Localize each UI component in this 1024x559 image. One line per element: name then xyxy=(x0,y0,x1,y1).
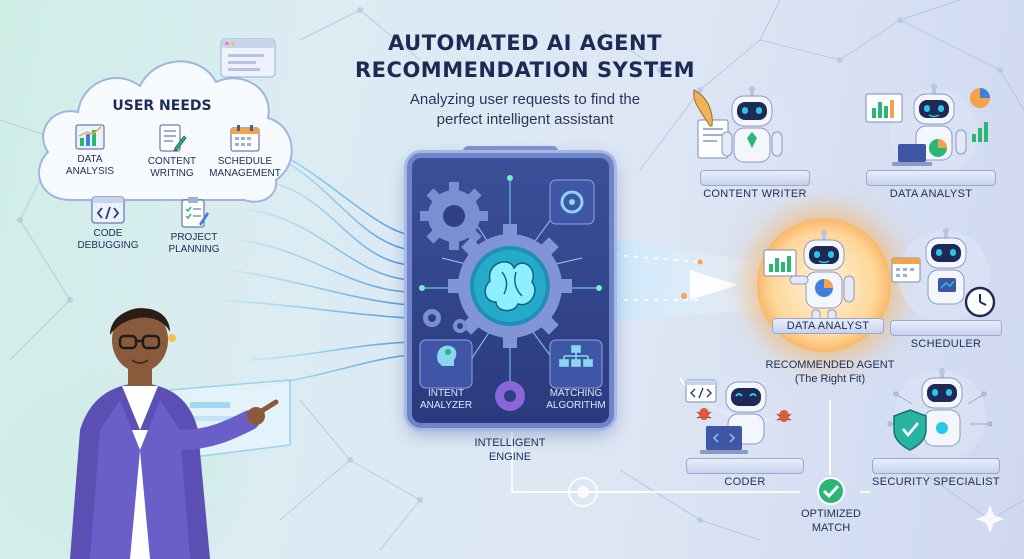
shield-icon xyxy=(893,409,927,451)
document-pen-icon xyxy=(159,124,187,152)
check-circle-icon xyxy=(817,477,845,505)
scheduler-pedestal xyxy=(890,320,1002,336)
matching-line-2: ALGORITHM xyxy=(546,400,606,411)
intelligent-engine-label: INTELLIGENT ENGINE xyxy=(430,436,590,464)
engine-circuit xyxy=(419,175,603,411)
data-analyst-rec-label: DATA ANALYST xyxy=(786,320,870,332)
recommended-agent-label: RECOMMENDED AGENT (The Right Fit) xyxy=(755,358,905,386)
laptop-icon xyxy=(700,426,748,454)
robot-icon xyxy=(721,86,783,163)
document-quill-icon xyxy=(693,89,729,159)
title-block: AUTOMATED AI AGENT RECOMMENDATION SYSTEM… xyxy=(340,30,710,130)
intent-analyzer-label: INTENT ANALYZER xyxy=(420,388,472,412)
pie-chart-icon xyxy=(970,88,990,108)
intent-line-2: ANALYZER xyxy=(420,400,473,411)
chart-board-icon xyxy=(763,249,797,277)
head-icon xyxy=(437,345,457,366)
recommended-line-2: (The Right Fit) xyxy=(794,373,866,385)
brain-gear-icon xyxy=(448,224,572,348)
user-needs-title: USER NEEDS xyxy=(112,98,212,114)
coder-label: CODER xyxy=(724,476,766,488)
need-label-line2: DEBUGGING xyxy=(77,240,139,251)
matching-line-1: MATCHING xyxy=(549,388,603,399)
need-code-debugging: CODE DEBUGGING xyxy=(70,196,146,252)
gear-icon xyxy=(420,182,488,250)
browser-window-icon xyxy=(220,38,276,78)
need-label-line2: PLANNING xyxy=(168,244,220,255)
bug-icon xyxy=(776,410,792,422)
data-analyst-robot-top xyxy=(865,84,990,176)
need-data-analysis: DATA ANALYSIS xyxy=(58,124,122,178)
title-line-2: RECOMMENDATION SYSTEM xyxy=(355,58,695,82)
engine-label-line-2: ENGINE xyxy=(488,451,532,463)
data-analyst-robot-recommended xyxy=(763,230,855,325)
security-pedestal xyxy=(872,458,1000,474)
need-label-line2: MANAGEMENT xyxy=(209,168,281,179)
match-line-2: MATCH xyxy=(811,522,851,534)
need-project-planning: PROJECT PLANNING xyxy=(158,196,230,256)
subtitle: Analyzing user requests to find the perf… xyxy=(340,90,710,130)
calendar-icon xyxy=(230,125,260,152)
robot-icon xyxy=(925,228,967,305)
need-label-line2: WRITING xyxy=(150,168,194,179)
data-analyst-top-label: DATA ANALYST xyxy=(889,188,973,200)
clock-icon xyxy=(964,286,996,318)
laptop-icon xyxy=(892,144,932,166)
code-icon xyxy=(91,196,125,224)
subtitle-line-2: perfect intelligent assistant xyxy=(436,111,614,128)
scheduler-label: SCHEDULER xyxy=(910,338,982,350)
pie-chart-icon xyxy=(929,139,947,157)
clipboard-icon xyxy=(181,197,209,228)
pie-chart-icon xyxy=(815,279,833,297)
coder-robot xyxy=(685,376,792,460)
need-schedule-management: SCHEDULE MANAGEMENT xyxy=(200,124,290,180)
small-gear-icon xyxy=(423,309,441,327)
need-content-writing: CONTENT WRITING xyxy=(140,124,204,180)
scheduler-robot xyxy=(891,228,996,322)
robot-icon xyxy=(789,230,855,325)
need-label-line1: SCHEDULE xyxy=(217,156,273,167)
gear-icon xyxy=(495,381,525,411)
engine-label-line-1: INTELLIGENT xyxy=(474,437,546,449)
recommended-line-1: RECOMMENDED AGENT xyxy=(765,359,895,371)
engine-top-tab xyxy=(463,146,558,156)
matching-algorithm-label: MATCHING ALGORITHM xyxy=(538,388,614,412)
content-writer-robot xyxy=(693,86,796,176)
content-writer-label: CONTENT WRITER xyxy=(703,188,807,200)
data-analyst-top-pedestal xyxy=(866,170,996,186)
user-person-illustration xyxy=(70,308,291,559)
optimized-match-label: OPTIMIZED MATCH xyxy=(795,507,867,535)
title-line-1: AUTOMATED AI AGENT xyxy=(388,31,662,55)
intent-line-1: INTENT xyxy=(427,388,465,399)
subtitle-line-1: Analyzing user requests to find the xyxy=(409,91,641,108)
coder-pedestal xyxy=(686,458,804,474)
match-line-1: OPTIMIZED xyxy=(801,508,861,520)
need-label-line1: PROJECT xyxy=(170,232,218,243)
hierarchy-icon xyxy=(559,345,593,367)
content-writer-pedestal xyxy=(700,170,810,186)
security-specialist-robot xyxy=(887,368,993,462)
small-gear-icon xyxy=(453,319,467,333)
calendar-icon xyxy=(891,257,921,283)
need-label-line1: CODE xyxy=(93,228,123,239)
bar-chart-icon xyxy=(75,124,105,150)
need-label-line1: CONTENT xyxy=(147,156,197,167)
data-analyst-rec-pedestal xyxy=(772,318,884,334)
small-gear-icon xyxy=(560,190,584,214)
need-label-line1: DATA xyxy=(77,154,103,165)
chart-board-icon xyxy=(865,93,903,123)
robot-icon xyxy=(921,368,963,447)
bar-chart-icon xyxy=(972,122,988,142)
code-window-icon xyxy=(685,379,717,403)
need-label-line2: ANALYSIS xyxy=(65,166,115,177)
security-specialist-label: SECURITY SPECIALIST xyxy=(872,476,1000,488)
bug-icon xyxy=(696,408,712,420)
